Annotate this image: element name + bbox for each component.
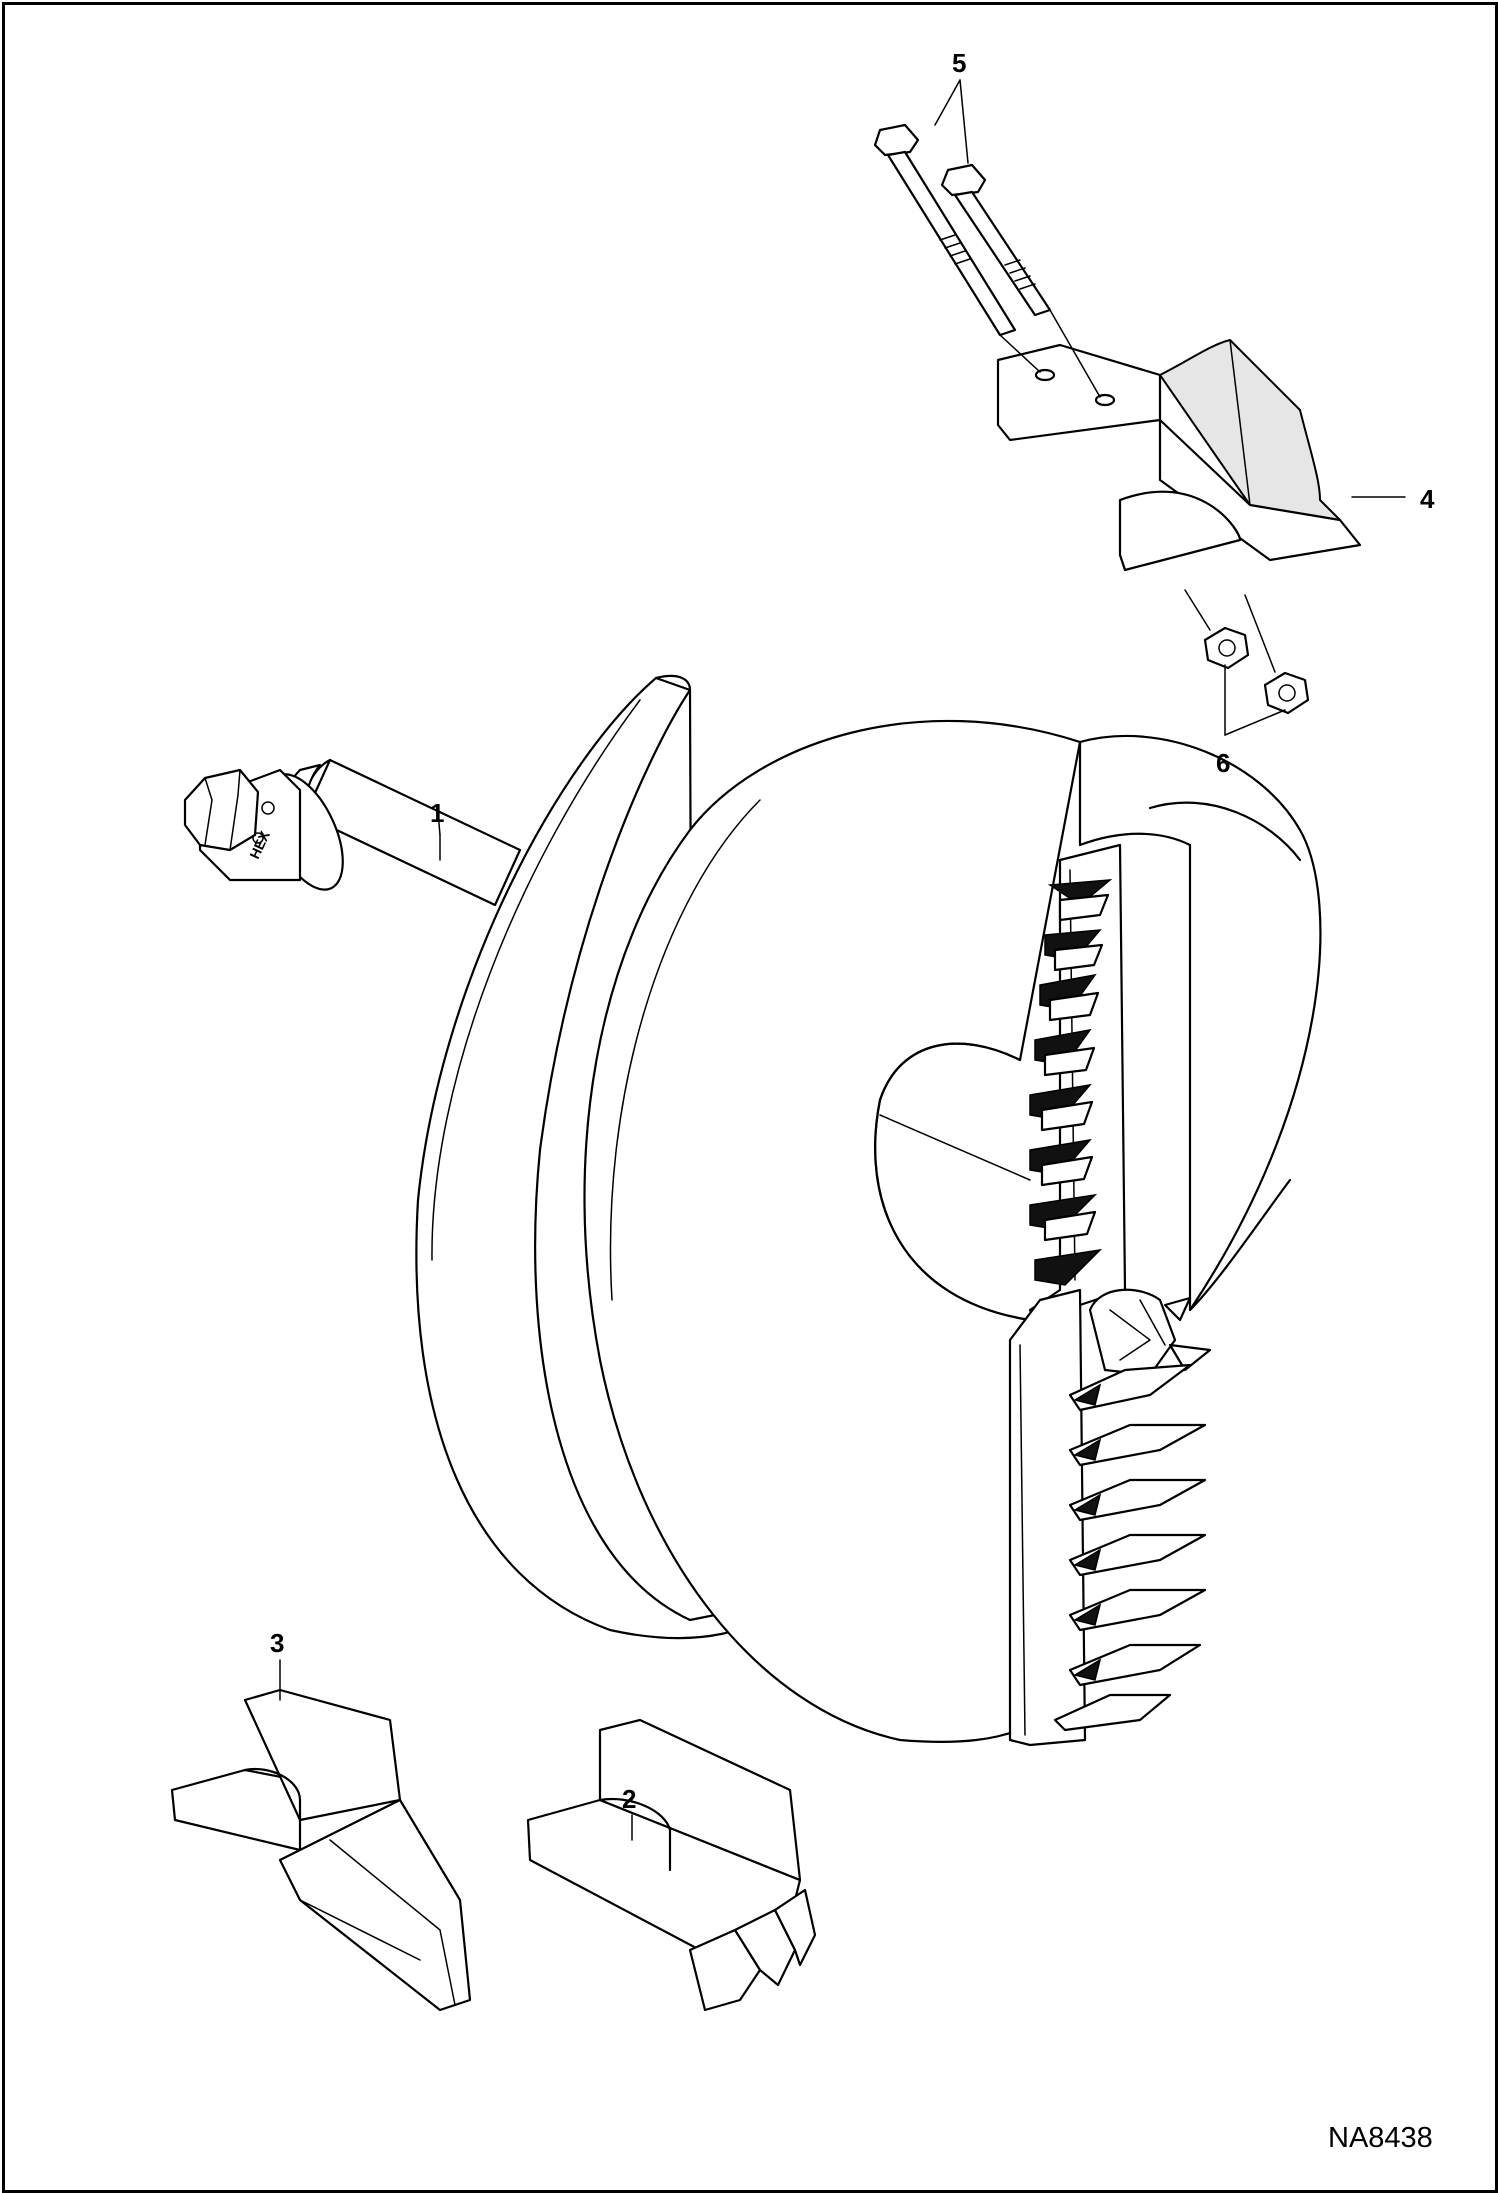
callout-4: 4 [1420,484,1435,514]
upper-teeth-row [1029,879,1113,1286]
callout-6: 6 [1216,748,1230,778]
tooth-part-3 [170,1688,472,2012]
bolt-pair [873,123,1101,398]
leader-lines [279,79,1406,1841]
tooth-holder-assembly [996,339,1362,572]
pilot-bit [1088,1288,1212,1377]
lower-cutter-plate [1008,1288,1087,1747]
nut-pair [1184,589,1310,715]
callout-1: 1 [430,798,444,828]
auger-flighting [415,674,1322,1743]
callout-3: 3 [270,1628,284,1658]
tooth-part-2 [526,1718,817,2012]
lower-teeth-row [1053,1363,1207,1732]
callout-2: 2 [622,1784,636,1814]
auger-shaft: HEX [183,758,522,907]
figure-id: NA8438 [1328,2122,1433,2154]
callout-5: 5 [952,48,966,78]
